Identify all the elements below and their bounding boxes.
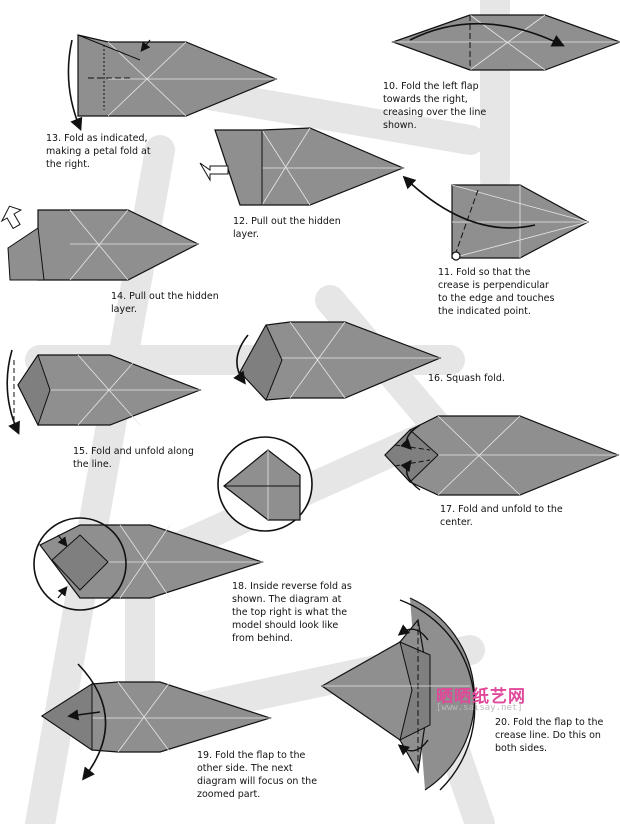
step-18-caption: 18. Inside reverse fold as shown. The di… bbox=[232, 580, 352, 645]
step-20-caption: 20. Fold the flap to the crease line. Do… bbox=[495, 716, 603, 755]
step-15-caption: 15. Fold and unfold along the line. bbox=[73, 445, 194, 471]
step-12-caption: 12. Pull out the hidden layer. bbox=[233, 215, 341, 241]
step-11-diagram bbox=[405, 178, 588, 260]
step-17-caption: 17. Fold and unfold to the center. bbox=[440, 503, 563, 529]
step-14-caption: 14. Pull out the hidden layer. bbox=[111, 290, 219, 316]
back-view-detail bbox=[218, 437, 312, 531]
watermark-url: [www.saisay.net] bbox=[436, 703, 523, 713]
step-11-caption: 11. Fold so that the crease is perpendic… bbox=[438, 266, 554, 318]
step-13-caption: 13. Fold as indicated, making a petal fo… bbox=[46, 132, 151, 171]
step-10-diagram bbox=[393, 15, 620, 70]
step-17-diagram bbox=[385, 416, 618, 495]
step-14-diagram bbox=[0, 202, 198, 280]
step-16-caption: 16. Squash fold. bbox=[428, 372, 505, 385]
step-10-caption: 10. Fold the left flap towards the right… bbox=[383, 80, 486, 132]
step-12-diagram bbox=[200, 128, 403, 205]
step-19-caption: 19. Fold the flap to the other side. The… bbox=[197, 749, 317, 801]
